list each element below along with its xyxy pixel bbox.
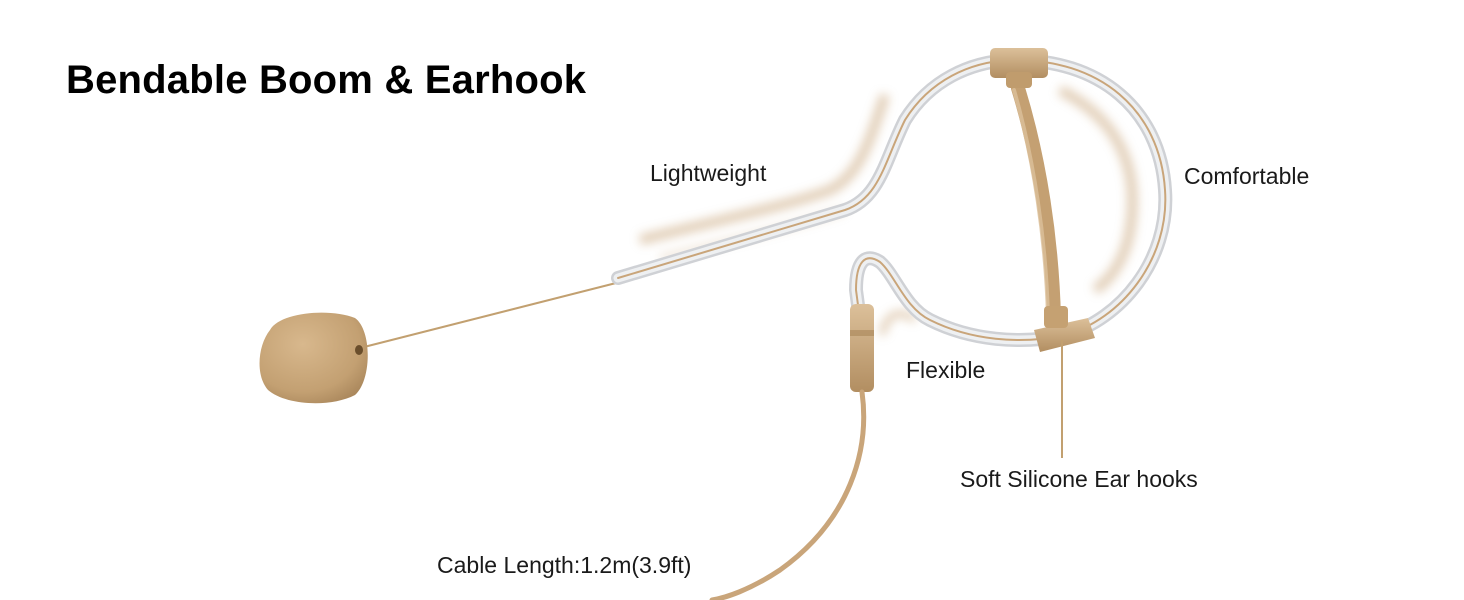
foam-windscreen — [259, 312, 368, 404]
cable — [709, 304, 874, 600]
cable-length-label: Cable Length:1.2m(3.9ft) — [437, 552, 692, 578]
silicone-tubing — [611, 52, 1173, 347]
comfortable-label: Comfortable — [1184, 163, 1310, 189]
bottom-connector — [1034, 306, 1095, 352]
top-connector — [990, 48, 1048, 88]
support-bar — [1011, 81, 1061, 325]
lightweight-label: Lightweight — [650, 160, 767, 186]
flexible-label: Flexible — [906, 357, 986, 383]
page-title: Bendable Boom & Earhook — [66, 58, 587, 102]
ear-hooks-label: Soft Silicone Ear hooks — [960, 466, 1198, 492]
boom-wire — [359, 281, 621, 349]
